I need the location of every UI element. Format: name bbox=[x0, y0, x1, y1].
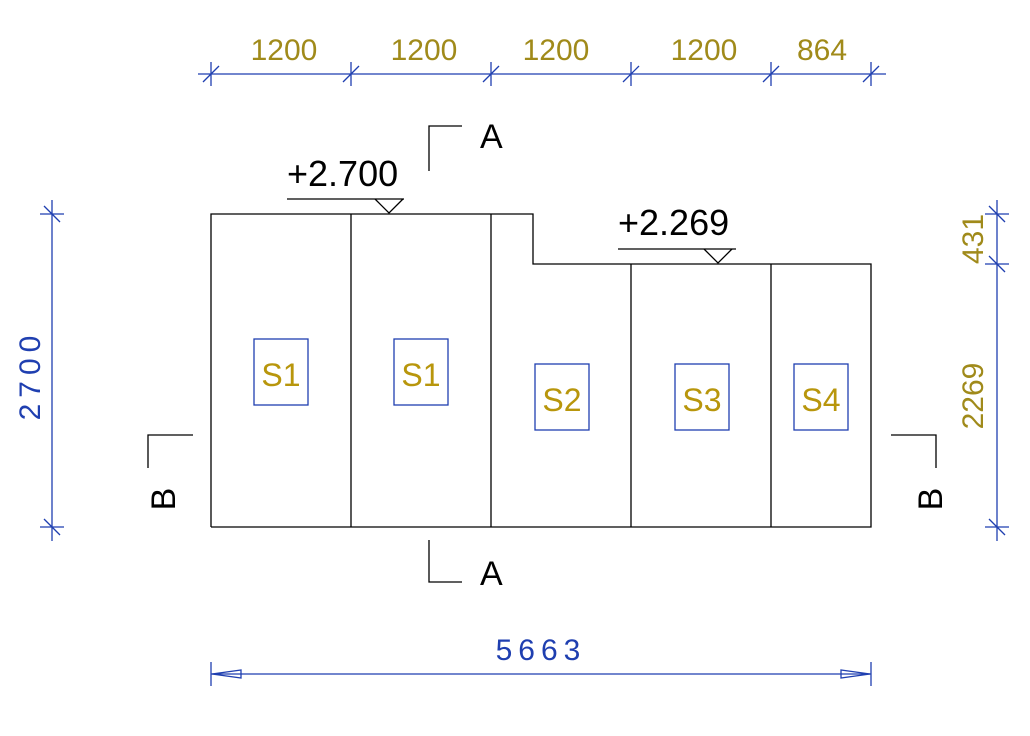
wall-outline bbox=[210, 213, 872, 528]
overall-width-dimension: 5663 bbox=[210, 634, 872, 686]
top-dimension-2: 1200 bbox=[391, 34, 458, 67]
top-dimension-ticks bbox=[202, 62, 880, 86]
elevation-label-low: +2.269 bbox=[618, 202, 729, 243]
panel-tag-label: S1 bbox=[401, 357, 440, 393]
panel-tag-3: S2 bbox=[534, 363, 590, 431]
panel-tag-label: S4 bbox=[801, 382, 840, 418]
left-arrowhead bbox=[211, 669, 242, 679]
panel-tag-5: S4 bbox=[793, 363, 849, 431]
panel-tag-2: S1 bbox=[393, 338, 449, 406]
panel-tag-label: S2 bbox=[542, 382, 581, 418]
left-height-dimension: 2700 bbox=[14, 200, 64, 541]
top-dimension-5: 864 bbox=[797, 34, 847, 67]
section-marker-b-right: B bbox=[891, 434, 950, 511]
right-height-dimension: 431 2269 bbox=[957, 200, 1009, 541]
right-dimension-upper: 431 bbox=[957, 214, 990, 264]
section-label-a-top: A bbox=[480, 118, 503, 156]
panel-tag-label: S3 bbox=[682, 382, 721, 418]
section-marker-a-bottom: A bbox=[428, 540, 503, 593]
panel-tag-4: S3 bbox=[674, 363, 730, 431]
right-arrowhead bbox=[840, 669, 871, 679]
section-label-a-bottom: A bbox=[480, 555, 503, 593]
left-height-value: 2700 bbox=[14, 330, 47, 421]
section-label-b-right: B bbox=[912, 488, 950, 511]
section-marker-a-top: A bbox=[428, 118, 503, 171]
section-label-b-left: B bbox=[145, 488, 183, 511]
top-dimension-1: 1200 bbox=[251, 34, 318, 67]
top-dimension-4: 1200 bbox=[671, 34, 738, 67]
elevation-mark-low: +2.269 bbox=[618, 202, 736, 264]
section-marker-b-left: B bbox=[145, 434, 193, 511]
top-dimension-chain: 1200 1200 1200 1200 864 bbox=[198, 34, 886, 86]
overall-width-value: 5663 bbox=[496, 634, 587, 667]
elevation-mark-high: +2.700 bbox=[287, 153, 404, 214]
elevation-label-high: +2.700 bbox=[287, 153, 398, 194]
panel-tag-1: S1 bbox=[253, 338, 309, 406]
top-dimension-3: 1200 bbox=[523, 34, 590, 67]
right-dimension-lower: 2269 bbox=[957, 363, 990, 430]
panel-tag-label: S1 bbox=[261, 357, 300, 393]
